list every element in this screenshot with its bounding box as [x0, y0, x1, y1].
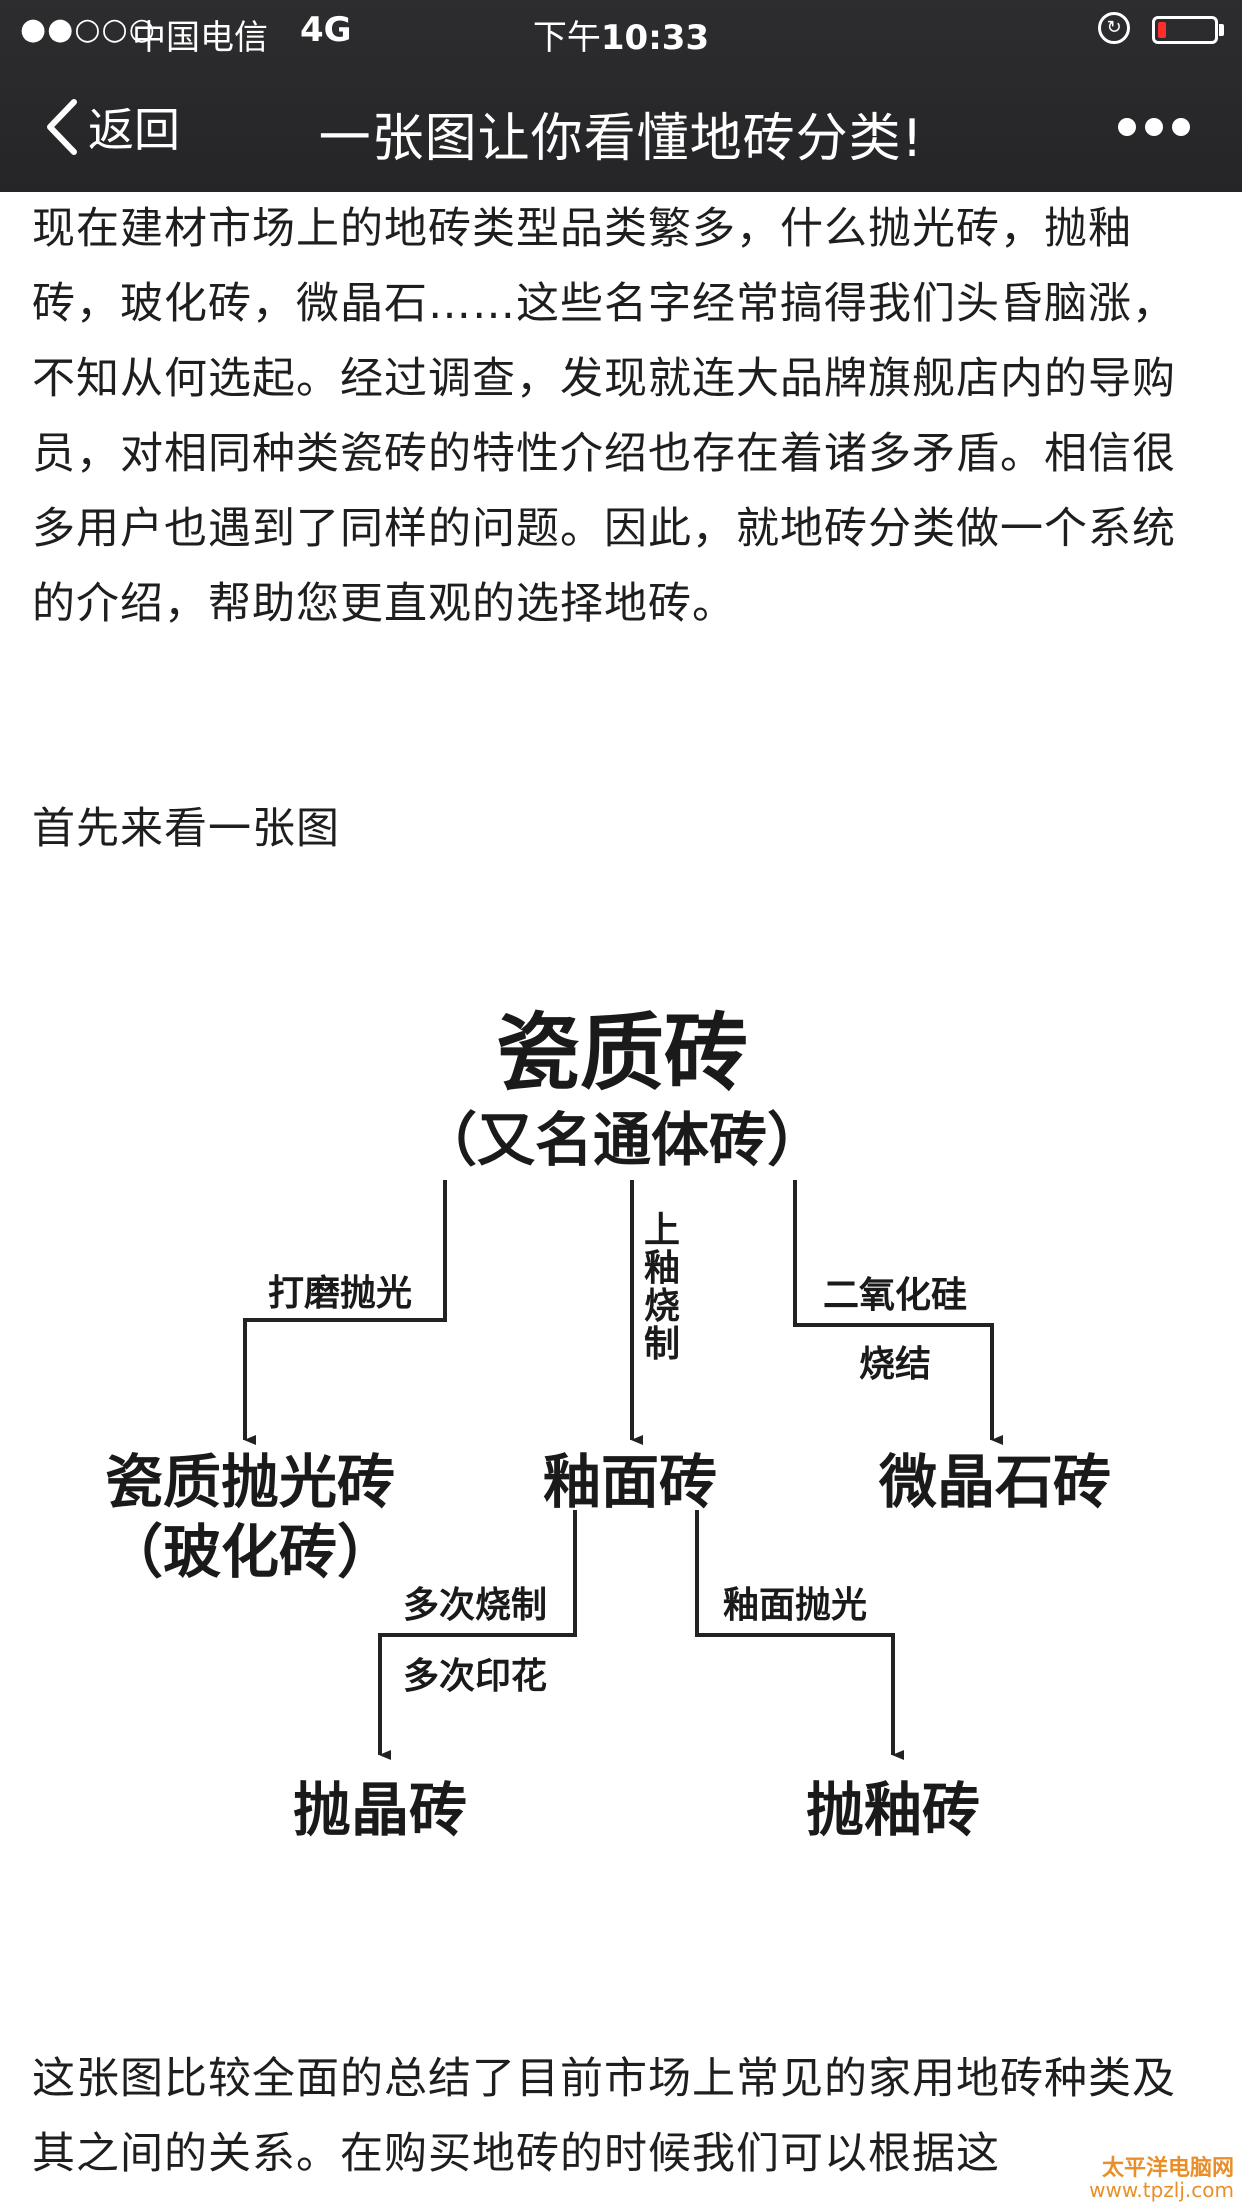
top-header: ●●○○○ 中国电信 4G 下午10:33 ↻ 返回 一张图让你看懂地砖分类! [0, 0, 1242, 192]
summary-paragraph: 这张图比较全面的总结了目前市场上常见的家用地砖种类及其之间的关系。在购买地砖的时… [32, 2054, 1176, 2179]
edge-label-right-2: 烧结 [859, 1344, 931, 1385]
edge-label-middle: 上釉烧制 [644, 1210, 680, 1365]
node-vitrified-tile: （玻化砖） [105, 1518, 395, 1586]
time-prefix: 下午 [532, 18, 601, 58]
more-dot-icon [1172, 118, 1190, 136]
network-label: 4G [300, 10, 352, 50]
edge-line-bottom-left [378, 1510, 577, 1760]
more-dot-icon [1118, 118, 1136, 136]
node-root-subtitle: （又名通体砖） [419, 1106, 825, 1174]
edge-label-bottom-right: 釉面抛光 [723, 1585, 867, 1626]
back-label: 返回 [88, 103, 180, 157]
battery-tip [1219, 24, 1224, 36]
signal-icon: ●●○○○ [20, 12, 156, 47]
page-title: 一张图让你看懂地砖分类! [318, 109, 924, 169]
node-root-title: 瓷质砖 [496, 1004, 748, 1102]
edge-label-middle-char: 制 [644, 1324, 680, 1365]
chevron-left-icon [47, 99, 77, 155]
edge-label-right-1: 二氧化硅 [823, 1275, 967, 1316]
node-crystal-polished-tile: 抛晶砖 [293, 1776, 467, 1844]
edge-line-bottom-right [695, 1510, 904, 1760]
edge-label-middle-char: 烧 [644, 1286, 680, 1327]
edge-label-middle-char: 上 [644, 1210, 680, 1251]
back-button[interactable]: 返回 [40, 92, 180, 162]
carrier-label: 中国电信 [132, 18, 268, 58]
watermark-logo: 太平洋电脑网 www.tpzlj.com [1060, 2150, 1240, 2208]
battery-level [1158, 22, 1166, 38]
node-microcrystal-tile: 微晶石砖 [878, 1448, 1111, 1516]
edge-label-middle-char: 釉 [644, 1248, 680, 1289]
watermark-line2: www.tpzlj.com [1089, 2178, 1234, 2202]
battery-icon [1152, 16, 1218, 44]
rotation-lock-icon: ↻ [1098, 12, 1130, 44]
edge-label-left: 打磨抛光 [268, 1273, 412, 1314]
more-options-button[interactable] [1118, 112, 1190, 142]
watermark-line1: 太平洋电脑网 [1101, 2156, 1234, 2181]
status-bar: ●●○○○ 中国电信 4G 下午10:33 ↻ [0, 0, 1242, 62]
edge-label-bottom-left-1: 多次烧制 [403, 1585, 547, 1626]
more-dot-icon [1145, 118, 1163, 136]
edge-line-left [243, 1180, 447, 1445]
intro-paragraph: 现在建材市场上的地砖类型品类繁多，什么抛光砖，抛釉砖，玻化砖，微晶石……这些名字… [32, 204, 1176, 629]
node-glaze-polished-tile: 抛釉砖 [806, 1776, 980, 1844]
lead-paragraph: 首先来看一张图 [32, 804, 340, 854]
time-value: 10:33 [600, 18, 710, 58]
status-time: 下午10:33 [0, 10, 1242, 59]
node-polished-tile: 瓷质抛光砖 [105, 1448, 395, 1516]
node-glazed-tile: 釉面砖 [543, 1448, 717, 1516]
tile-classification-diagram: 瓷质砖 （又名通体砖） 打磨抛光 上釉烧制 二氧化硅 烧结 瓷质抛光砖 （玻化砖… [105, 1004, 1111, 1844]
edge-label-bottom-left-2: 多次印花 [403, 1656, 547, 1697]
edge-line-right [793, 1180, 1003, 1445]
